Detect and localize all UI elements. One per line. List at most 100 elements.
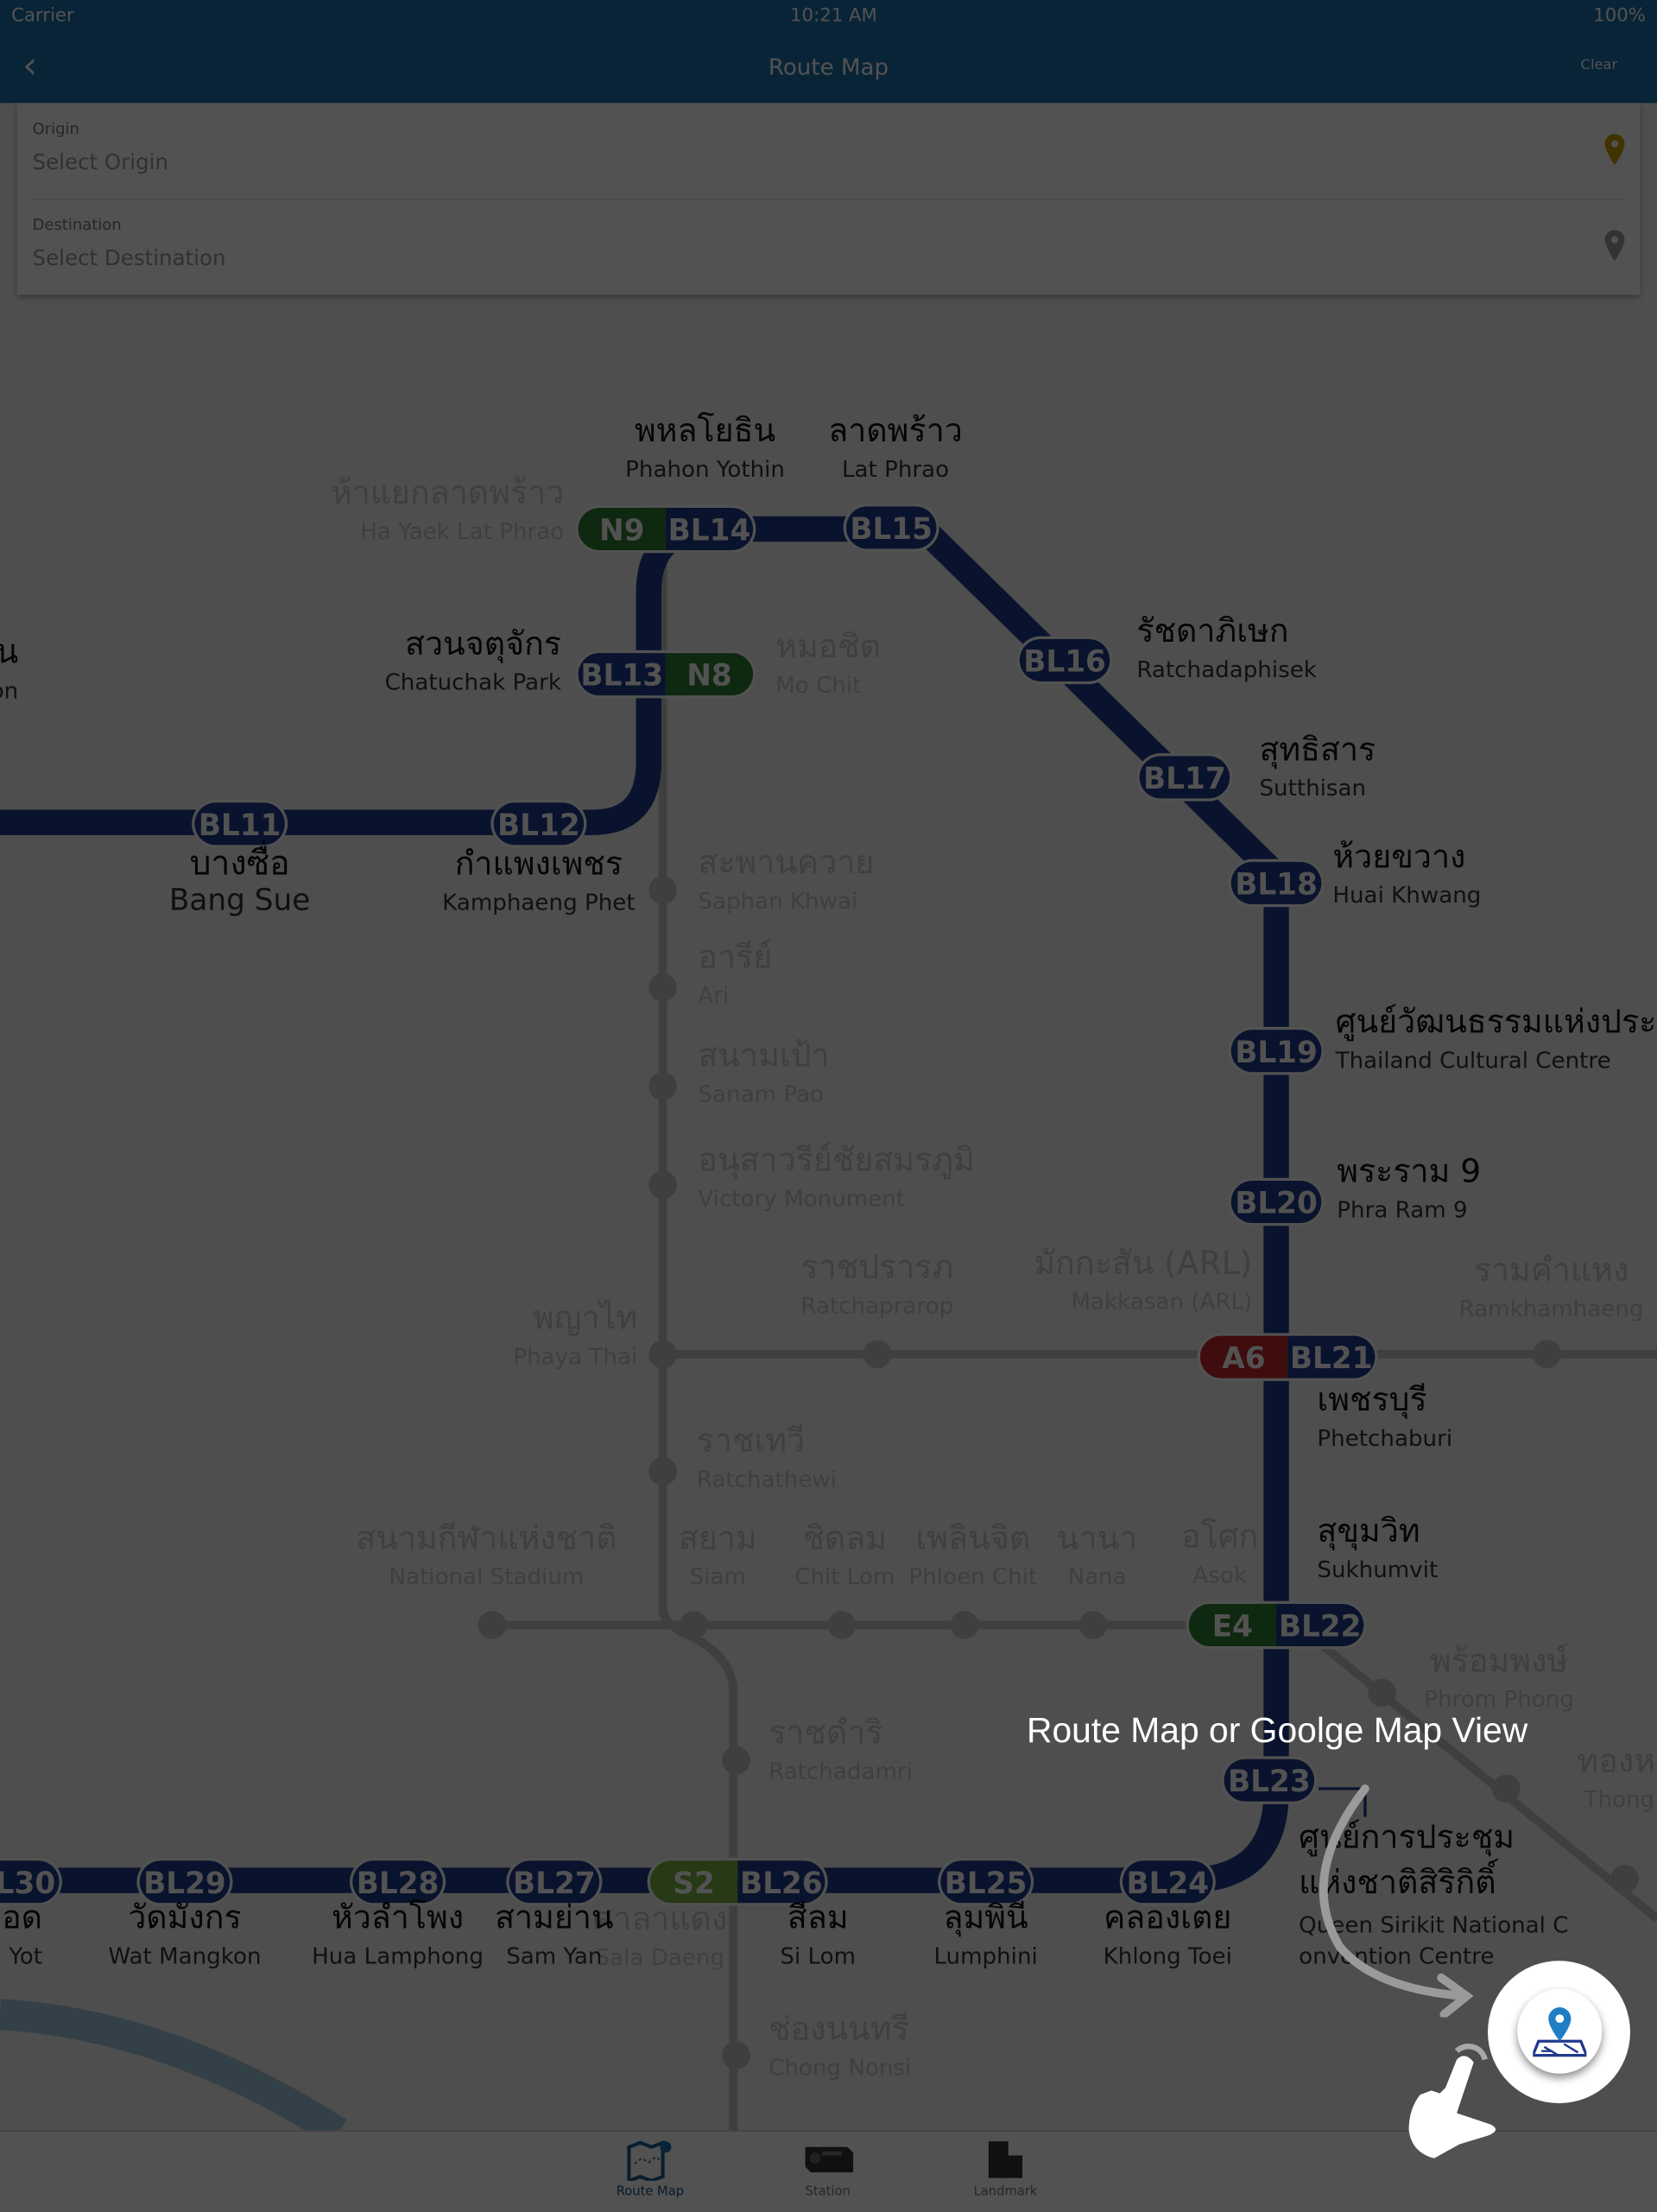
station-name-en: Ramkhamhaeng bbox=[1459, 1296, 1644, 1322]
station-dot bbox=[648, 1072, 677, 1100]
station-badge bbox=[1019, 638, 1110, 681]
station-name-en: Si Lom bbox=[780, 1943, 856, 1969]
station-badge bbox=[845, 506, 937, 549]
station-dot bbox=[648, 973, 677, 1002]
airport-link-line bbox=[0, 1999, 347, 2146]
station-badge bbox=[509, 1860, 600, 1904]
map-pin-icon[interactable] bbox=[1603, 134, 1626, 166]
station-badge bbox=[644, 507, 666, 550]
destination-input[interactable]: Select Destination bbox=[32, 245, 226, 271]
station-badge bbox=[665, 507, 687, 550]
station-makkasan-arl-[interactable]: มักกะสัน (ARL)Makkasan (ARL) bbox=[1034, 1244, 1252, 1315]
station-sam-yot[interactable]: BL30สามยอดSam Yot bbox=[0, 1857, 62, 1969]
station-mo-chit[interactable]: หมอชิต Mo Chit bbox=[775, 627, 881, 699]
status-bar: Carrier 10:21 AM 100% bbox=[0, 0, 1657, 31]
tab-station[interactable]: Station bbox=[757, 2139, 898, 2199]
map-pin-icon[interactable] bbox=[1603, 230, 1626, 262]
station-tao-poon[interactable]: เตาปูนTao Poon bbox=[0, 633, 18, 705]
station-dot bbox=[863, 1340, 892, 1369]
station-chit-lom[interactable]: ชิดลม Chit Lom bbox=[794, 1518, 895, 1639]
station-badge bbox=[737, 1860, 759, 1904]
station-dot bbox=[1491, 1774, 1521, 1803]
station-chong-nonsi[interactable]: ช่องนนทรีChong Nonsi bbox=[722, 2010, 911, 2082]
station-badge bbox=[1287, 1335, 1309, 1379]
station-code: BL19 bbox=[1235, 1036, 1318, 1070]
station-badge bbox=[1199, 1335, 1288, 1379]
station-code: N8 bbox=[686, 659, 732, 694]
station-name-th: หัวลำโพง bbox=[332, 1898, 464, 1936]
station-name-th: สามยอด bbox=[0, 1898, 42, 1936]
station-national-stadium[interactable]: สนามกีฬาแห่งชาติNational Stadium bbox=[356, 1518, 617, 1639]
station-phrom-phong[interactable]: พร้อมพงษ์Phrom Phong bbox=[1368, 1641, 1574, 1713]
station-ari[interactable]: อารีย์Ari bbox=[648, 937, 772, 1009]
station-name-en: Wat Mangkon bbox=[108, 1943, 261, 1969]
origin-field[interactable]: Origin Select Origin bbox=[17, 103, 1641, 199]
station-code: E4 bbox=[1212, 1610, 1253, 1645]
tab-label: Landmark bbox=[973, 2184, 1038, 2200]
station-badge bbox=[665, 653, 754, 696]
station-code: BL20 bbox=[1235, 1187, 1318, 1221]
clear-button[interactable]: Clear bbox=[1580, 57, 1618, 73]
station-ratchathewi[interactable]: ราชเทวีRatchathewi bbox=[648, 1422, 837, 1493]
station-name-th: พหลโยธิน bbox=[635, 411, 775, 449]
station-name-en: Nana bbox=[1068, 1564, 1127, 1590]
station-badge bbox=[1276, 1603, 1364, 1646]
station-code: BL26 bbox=[740, 1867, 823, 1901]
tab-landmark[interactable]: Landmark bbox=[935, 2139, 1076, 2199]
station-name-th: หมอชิต bbox=[775, 627, 881, 665]
chevron-left-icon[interactable]: ‹ bbox=[22, 45, 38, 88]
station-dot bbox=[827, 1611, 857, 1639]
station-name-en: Ratchadaphisek bbox=[1136, 657, 1317, 683]
station-name-en: Chit Lom bbox=[794, 1564, 895, 1590]
clock: 10:21 AM bbox=[790, 4, 877, 27]
station-name-th: ศูนย์วัฒนธรรมแห่งประเทศไทย bbox=[1336, 1003, 1657, 1042]
station-victory-monument[interactable]: อนุสาวรีย์ชัยสมรภูมิVictory Monument bbox=[648, 1141, 975, 1213]
station-ratchadamri[interactable]: ราชดำริRatchadamri bbox=[722, 1714, 913, 1785]
station-name-th: อารีย์ bbox=[698, 937, 772, 975]
station-badge bbox=[1230, 1180, 1322, 1223]
station-thong-lo[interactable]: ทองหล่อThong Lo bbox=[1491, 1741, 1657, 1813]
station-name-th: เตาปูน bbox=[0, 633, 18, 672]
destination-field[interactable]: Destination Select Destination bbox=[17, 199, 1641, 295]
tab-route-map[interactable]: Route Map bbox=[579, 2139, 720, 2199]
station-name-th: ชิดลม bbox=[802, 1518, 887, 1556]
origin-input[interactable]: Select Origin bbox=[32, 149, 168, 175]
station-name-en: Mo Chit bbox=[775, 673, 861, 699]
station-badge bbox=[737, 1860, 825, 1904]
station-code: BL14 bbox=[668, 514, 751, 548]
map-view-toggle-button[interactable] bbox=[1517, 1988, 1603, 2074]
